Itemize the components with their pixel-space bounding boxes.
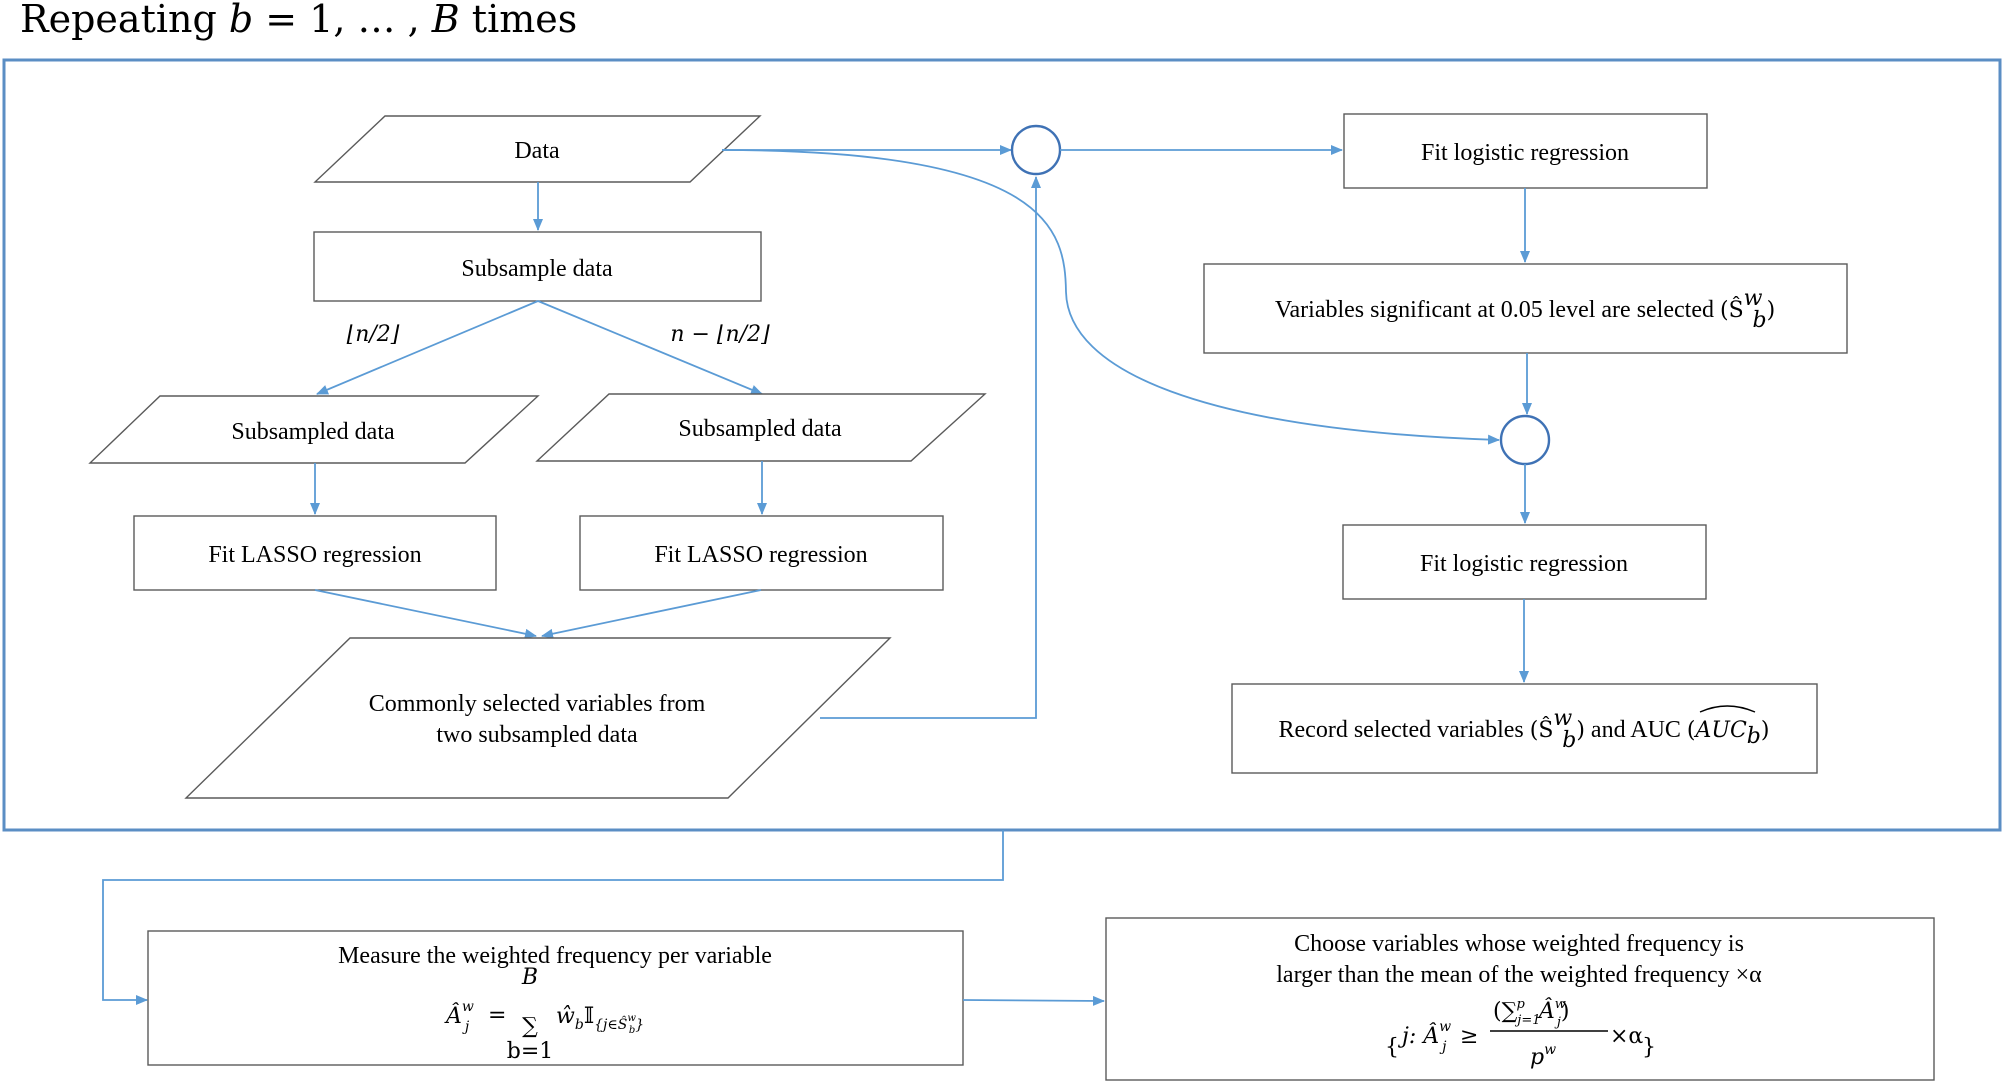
lasso-right-label: Fit LASSO regression (654, 542, 867, 568)
measure-node (147, 930, 964, 1066)
merge-connector-lower (1499, 414, 1551, 466)
auc-hat (1699, 705, 1756, 713)
common-label-line1: Commonly selected variables from (369, 691, 706, 717)
subsampled-left-label: Subsampled data (231, 419, 395, 445)
measure-eq: = (488, 1003, 506, 1028)
lasso-right-node (579, 515, 944, 591)
fit-logistic-top-label: Fit logistic regression (1421, 140, 1629, 166)
subsampled-right-label: Subsampled data (678, 416, 842, 442)
loop-title: Repeating b = 1, … , B times (20, 0, 577, 41)
subsampled-left-node (88, 395, 540, 464)
choose-label-line1: Choose variables whose weighted frequenc… (1294, 931, 1744, 957)
edge-common-connector (820, 176, 1041, 719)
split-right-label: n − ⌊n/2⌋ (670, 322, 770, 347)
subsample-label: Subsample data (461, 256, 613, 282)
edge-data-connector-lower (721, 149, 1500, 445)
measure-label: Measure the weighted frequency per varia… (338, 943, 772, 969)
choose-set-open: { (1385, 1035, 1399, 1060)
fit-logistic-bottom-node (1342, 524, 1707, 600)
edge-split-left (316, 300, 539, 395)
choose-times-alpha: ×α (1610, 1024, 1643, 1049)
subsample-node (313, 231, 762, 302)
choose-label-line2: larger than the mean of the weighted fre… (1276, 962, 1762, 988)
edge-loop-measure (102, 830, 1004, 1005)
data-label: Data (514, 138, 560, 164)
common-node (184, 637, 892, 799)
loop-frame (2, 58, 2002, 832)
choose-denominator: pw (1530, 1042, 1556, 1070)
common-label-line2: two subsampled data (436, 722, 638, 748)
measure-sum-upper: B (521, 965, 538, 990)
subsampled-right-node (535, 393, 987, 462)
choose-geq: ≥ (1460, 1024, 1478, 1049)
lasso-left-node (133, 515, 497, 591)
lasso-left-label: Fit LASSO regression (208, 542, 421, 568)
edge-measure-choose (962, 995, 1105, 1006)
record-node (1231, 683, 1818, 774)
edge-lasso-left-common (314, 589, 537, 639)
merge-connector-top (1010, 124, 1062, 176)
choose-node (1105, 917, 1935, 1081)
measure-sum-lower: b=1 (507, 1039, 554, 1064)
fit-logistic-bottom-label: Fit logistic regression (1420, 551, 1628, 577)
split-left-label: ⌊n/2⌋ (347, 322, 400, 347)
edge-lasso-right-common (541, 589, 762, 639)
significant-label: Variables significant at 0.05 level are … (1275, 286, 1775, 333)
measure-sum-sign: ∑ (522, 1014, 538, 1039)
choose-set-close: } (1642, 1035, 1656, 1060)
edge-split-right (537, 300, 763, 395)
data-node (313, 115, 762, 183)
significant-node (1203, 263, 1848, 354)
